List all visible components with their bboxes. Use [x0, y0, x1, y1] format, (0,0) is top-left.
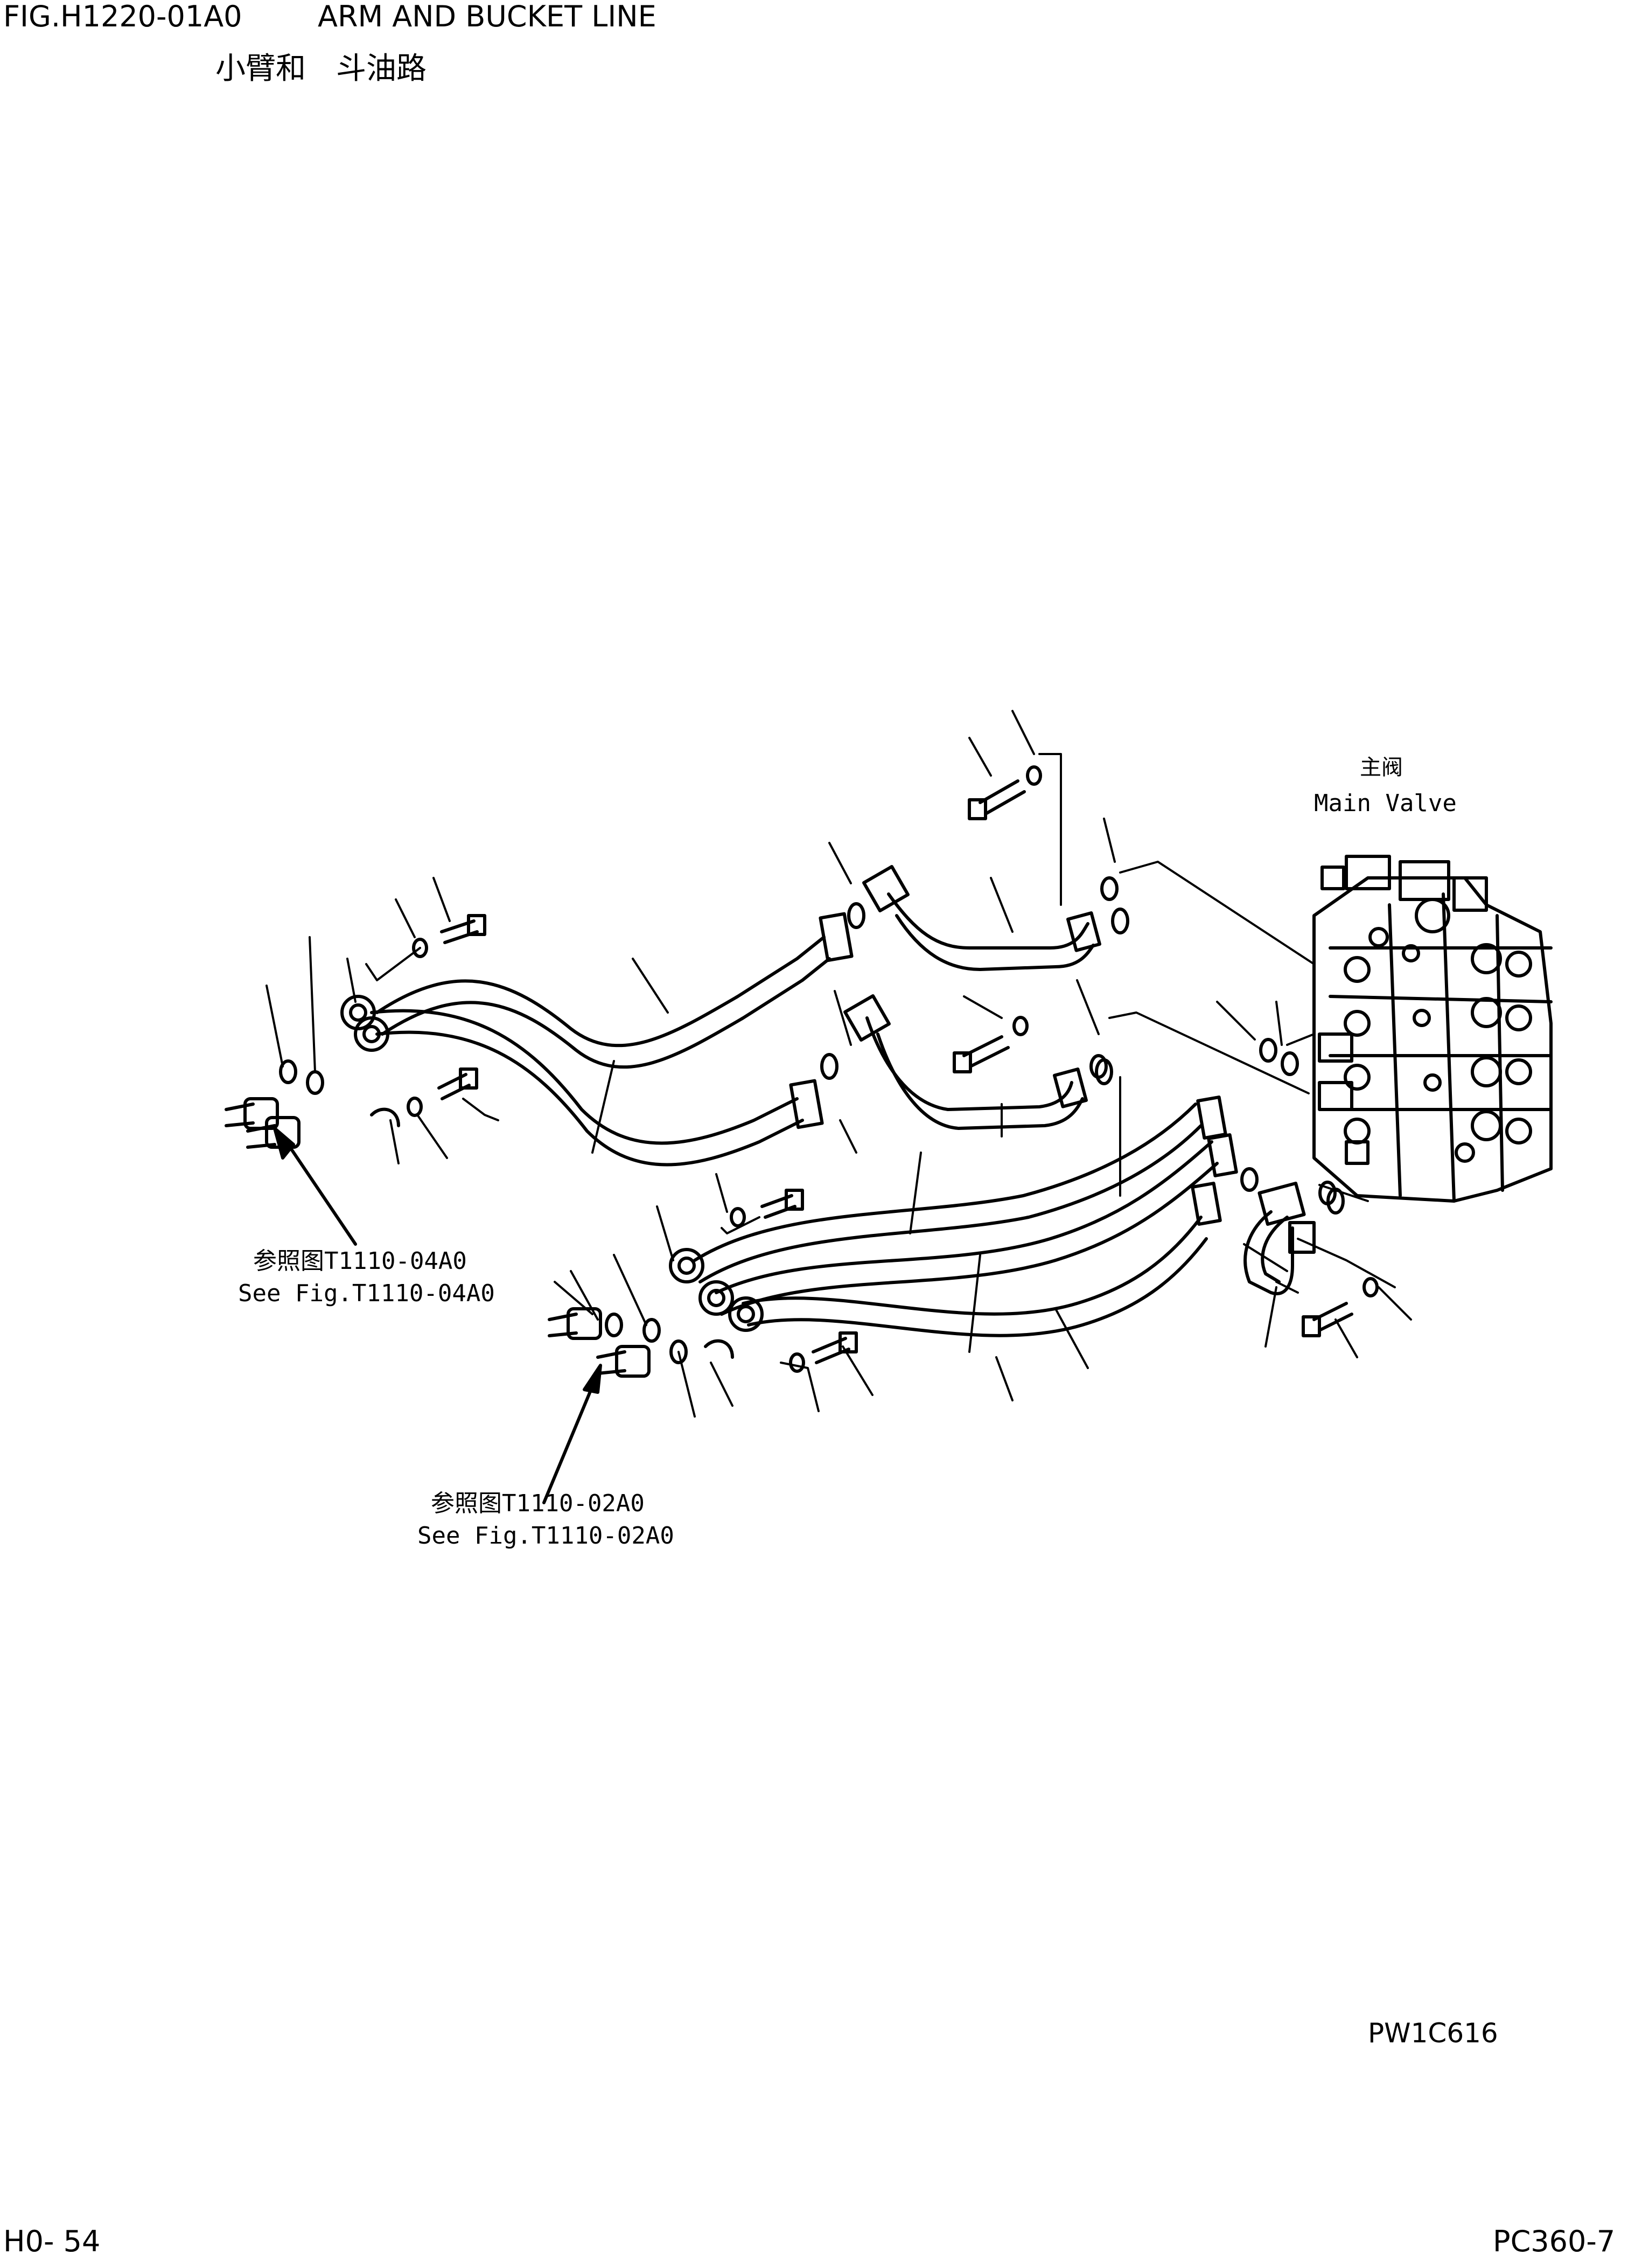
upper-hose-pair — [340, 902, 865, 1167]
figure-title-cn: 小臂和 斗油路 — [215, 51, 427, 86]
model-number: PC360-7 — [1493, 2224, 1616, 2258]
reference-arrows — [273, 1127, 602, 1504]
figure-title-en: ARM AND BUCKET LINE — [318, 0, 656, 33]
upper-pipe — [862, 865, 1129, 971]
main-valve-label-en: Main Valve — [1314, 790, 1457, 817]
left-fittings — [225, 1097, 651, 1378]
figure-id: FIG.H1220-01A0 — [3, 0, 242, 33]
page-number: H0- 54 — [3, 2224, 101, 2258]
middle-pipe — [843, 994, 1113, 1130]
reference-2-label-cn: 参照图T1110-02A0 — [431, 1490, 645, 1517]
right-elbow-pipe — [1243, 1181, 1345, 1295]
reference-2-label-en: See Fig.T1110-02A0 — [417, 1522, 674, 1550]
lower-hose-bundle — [669, 1095, 1238, 1337]
reference-1-label-en: See Fig.T1110-04A0 — [238, 1280, 495, 1307]
drawing-code: PW1C616 — [1368, 2018, 1498, 2049]
bolts — [407, 765, 1379, 1373]
reference-1-label-cn: 参照图T1110-04A0 — [253, 1247, 467, 1275]
main-valve-label-cn: 主阀 — [1360, 755, 1403, 780]
main-valve-assembly — [1312, 855, 1553, 1203]
o-rings — [279, 876, 1337, 1364]
leader-lines — [265, 710, 1412, 1418]
